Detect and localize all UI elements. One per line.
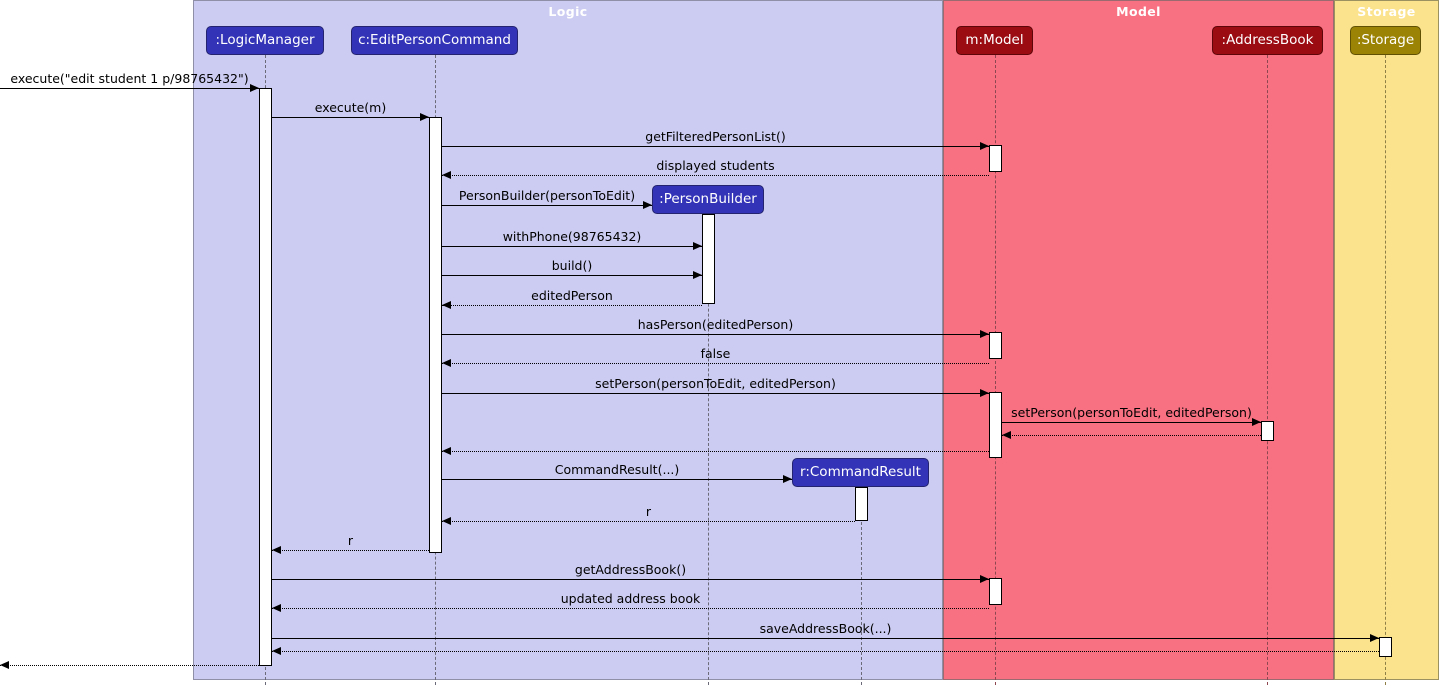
message-arrowhead-m11 [980, 389, 989, 397]
participant-commandresult[interactable]: r:CommandResult [792, 458, 929, 487]
message-arrowhead-m1 [250, 84, 259, 92]
message-arrowhead-m13 [1002, 431, 1011, 439]
message-line-m10 [442, 363, 989, 364]
message-arrowhead-m10 [442, 359, 451, 367]
message-label-m3: getFilteredPersonList() [645, 129, 786, 144]
message-arrowhead-m7 [693, 271, 702, 279]
message-arrowhead-m8 [442, 301, 451, 309]
participant-logicmanager[interactable]: :LogicManager [206, 26, 324, 55]
activation-bar-model [989, 392, 1002, 458]
participant-editpersoncommand[interactable]: c:EditPersonCommand [351, 26, 518, 55]
message-arrowhead-m17 [272, 546, 281, 554]
participant-storage[interactable]: :Storage [1350, 26, 1421, 55]
message-label-m20: saveAddressBook(...) [759, 621, 892, 636]
participant-addressbook[interactable]: :AddressBook [1212, 26, 1323, 55]
participant-label: :PersonBuilder [659, 190, 757, 207]
activation-bar-model [989, 332, 1002, 359]
message-arrowhead-m4 [442, 171, 451, 179]
activation-bar-logicmanager [259, 88, 272, 666]
message-label-m9: hasPerson(editedPerson) [637, 317, 794, 332]
partition-logic: Logic [193, 0, 943, 680]
message-label-m16: r [645, 504, 652, 519]
message-arrowhead-m18 [980, 575, 989, 583]
message-line-m12 [1002, 422, 1261, 423]
message-label-m17: r [347, 533, 354, 548]
message-line-m13 [1002, 435, 1261, 436]
activation-bar-commandresult [855, 487, 868, 521]
message-line-m18 [272, 579, 989, 580]
message-line-m22 [0, 665, 259, 666]
participant-model[interactable]: m:Model [956, 26, 1033, 55]
participant-label: r:CommandResult [800, 463, 921, 480]
activation-bar-model [989, 578, 1002, 605]
message-line-m4 [442, 175, 989, 176]
message-label-m4: displayed students [656, 158, 775, 173]
message-arrowhead-m12 [1252, 418, 1261, 426]
message-label-m2: execute(m) [314, 100, 387, 115]
message-arrowhead-m19 [272, 604, 281, 612]
message-arrowhead-m9 [980, 330, 989, 338]
message-arrowhead-m5 [643, 201, 652, 209]
message-label-m7: build() [551, 258, 593, 273]
message-line-m21 [272, 651, 1379, 652]
message-line-m7 [442, 275, 702, 276]
lifeline-storage [1385, 55, 1386, 685]
message-label-m8: editedPerson [531, 288, 613, 303]
lifeline-personbuilder [708, 214, 709, 685]
activation-bar-addressbook [1261, 421, 1274, 441]
message-label-m12: setPerson(personToEdit, editedPerson) [1011, 405, 1252, 420]
participant-label: :LogicManager [215, 31, 315, 48]
message-line-m5 [442, 205, 652, 206]
message-arrowhead-m15 [783, 475, 792, 483]
message-label-m6: withPhone(98765432) [502, 229, 642, 244]
participant-label: :Storage [1356, 31, 1415, 48]
message-line-m14 [442, 451, 989, 452]
message-arrowhead-m3 [980, 142, 989, 150]
message-arrowhead-m21 [272, 647, 281, 655]
message-label-m5: PersonBuilder(personToEdit) [458, 188, 636, 203]
message-arrowhead-m14 [442, 447, 451, 455]
message-label-m15: CommandResult(...) [554, 462, 680, 477]
message-label-m10: false [700, 346, 731, 361]
message-line-m11 [442, 393, 989, 394]
message-arrowhead-m2 [420, 113, 429, 121]
message-line-m16 [442, 521, 855, 522]
message-label-m18: getAddressBook() [574, 562, 687, 577]
activation-bar-personbuilder [702, 214, 715, 304]
message-arrowhead-m16 [442, 517, 451, 525]
participant-personbuilder[interactable]: :PersonBuilder [652, 185, 764, 214]
lifeline-commandresult [861, 487, 862, 685]
participant-label: :AddressBook [1221, 31, 1314, 48]
partition-model: Model [943, 0, 1334, 680]
activation-bar-storage [1379, 637, 1392, 657]
activation-bar-editpersoncommand [429, 117, 442, 553]
participant-label: m:Model [965, 31, 1024, 48]
message-line-m1 [0, 88, 259, 89]
message-line-m6 [442, 246, 702, 247]
activation-bar-model [989, 145, 1002, 172]
message-arrowhead-m6 [693, 242, 702, 250]
message-label-m1: execute("edit student 1 p/98765432") [10, 71, 249, 86]
partition-title: Model [1116, 4, 1161, 19]
message-line-m3 [442, 146, 989, 147]
message-label-m19: updated address book [560, 591, 701, 606]
message-arrowhead-m22 [0, 661, 9, 669]
partition-title: Storage [1357, 4, 1416, 19]
message-label-m11: setPerson(personToEdit, editedPerson) [595, 376, 836, 391]
partition-storage: Storage [1334, 0, 1439, 680]
message-line-m8 [442, 305, 702, 306]
lifeline-addressbook [1267, 55, 1268, 685]
message-line-m2 [272, 117, 429, 118]
message-line-m9 [442, 334, 989, 335]
message-arrowhead-m20 [1370, 634, 1379, 642]
partition-title: Logic [548, 4, 588, 19]
message-line-m20 [272, 638, 1379, 639]
message-line-m19 [272, 608, 989, 609]
message-line-m17 [272, 550, 429, 551]
participant-label: c:EditPersonCommand [358, 31, 511, 48]
message-line-m15 [442, 479, 792, 480]
lifeline-model [995, 55, 996, 685]
